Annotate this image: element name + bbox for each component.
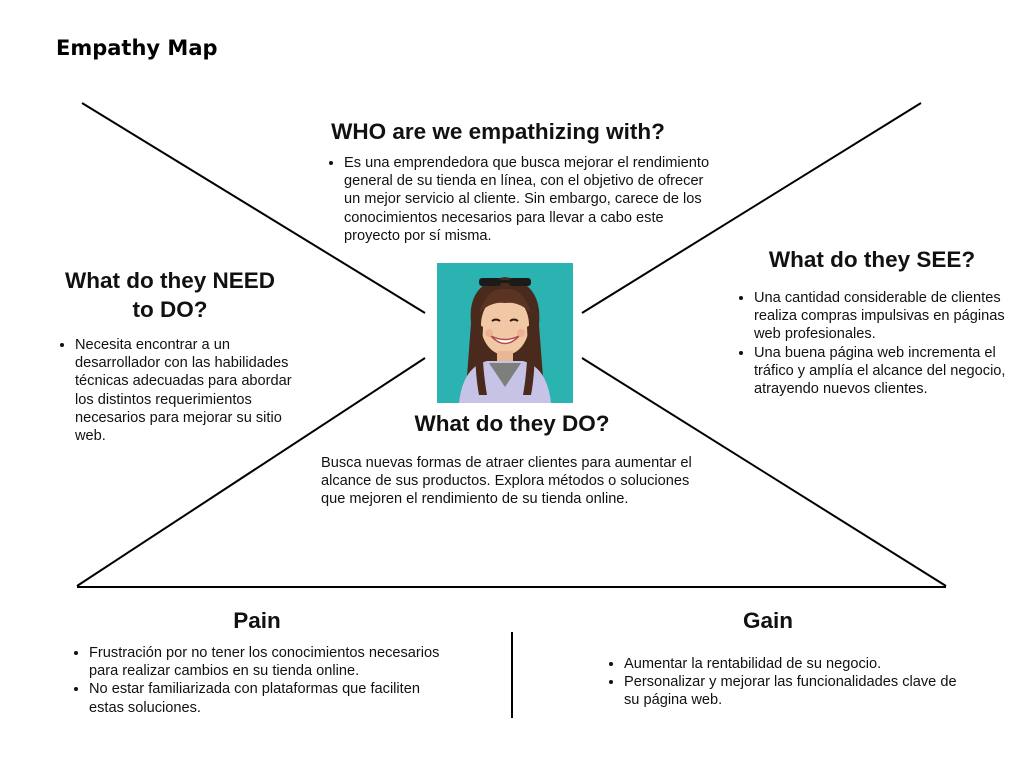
gain-item: Personalizar y mejorar las funcionalidad…: [624, 673, 960, 709]
pain-heading: Pain: [233, 608, 281, 633]
see-list: Una cantidad considerable de clientes re…: [736, 289, 1024, 398]
pain-item: No estar familiarizada con plataformas q…: [89, 680, 441, 716]
persona-avatar: [437, 263, 573, 403]
who-item: Es una emprendedora que busca mejorar el…: [344, 154, 716, 245]
need-heading: What do they NEED to DO?: [52, 266, 288, 325]
do-text: Busca nuevas formas de atraer clientes p…: [321, 455, 692, 508]
pain-item: Frustración por no tener los conocimient…: [89, 644, 441, 680]
gain-item: Aumentar la rentabilidad de su negocio.: [624, 655, 960, 673]
need-item: Necesita encontrar a un desarrollador co…: [75, 336, 305, 445]
see-item: Una cantidad considerable de clientes re…: [754, 289, 1024, 344]
page-title: Empathy Map: [56, 36, 218, 60]
need-heading-line-1: What do they NEED: [64, 268, 275, 293]
line-top-left: [81, 102, 426, 314]
see-heading: What do they SEE?: [768, 247, 976, 272]
gain-heading: Gain: [742, 608, 793, 633]
pain-list: Frustración por no tener los conocimient…: [71, 644, 441, 717]
line-bottom-right: [581, 357, 947, 587]
who-heading: WHO are we empathizing with?: [331, 119, 665, 144]
line-top-right: [581, 102, 922, 314]
persona-photo: [437, 263, 573, 403]
who-list: Es una emprendedora que busca mejorar el…: [326, 154, 716, 245]
line-bottom-left: [76, 357, 426, 587]
need-heading-line-2: to DO?: [132, 297, 208, 323]
see-item: Una buena página web incrementa el tráfi…: [754, 344, 1024, 399]
need-list: Necesita encontrar a un desarrollador co…: [57, 336, 305, 445]
do-heading: What do they DO?: [414, 411, 610, 436]
gain-list: Aumentar la rentabilidad de su negocio. …: [606, 655, 960, 710]
